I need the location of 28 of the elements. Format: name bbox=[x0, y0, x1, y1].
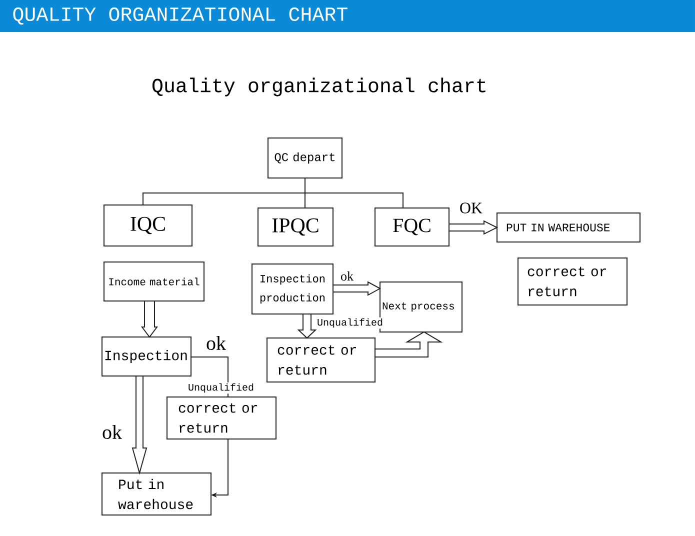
department-box: IQC bbox=[104, 204, 192, 246]
department-box: FQC bbox=[374, 208, 450, 246]
process-box: PUT IN WAREHOUSE bbox=[496, 212, 640, 242]
process-box: Income material bbox=[104, 262, 204, 302]
process-box: Inspection bbox=[102, 336, 192, 376]
department-box: QC depart bbox=[268, 138, 342, 178]
chart-heading: Quality organizational chart bbox=[152, 78, 486, 96]
connector-line bbox=[190, 356, 228, 398]
block-arrow bbox=[141, 300, 158, 338]
edge-label: OK bbox=[458, 202, 484, 214]
block-arrow bbox=[297, 314, 317, 339]
department-box: IPQC bbox=[258, 208, 334, 246]
connector-line bbox=[304, 178, 404, 208]
process-box: correct or return bbox=[166, 396, 276, 440]
process-box: correct or return bbox=[518, 258, 628, 306]
edge-label: ok bbox=[101, 424, 123, 440]
block-arrow bbox=[448, 220, 498, 235]
block-arrow bbox=[132, 376, 148, 475]
block-arrow bbox=[374, 331, 443, 358]
title-banner: QUALITY ORGANIZATIONAL CHART bbox=[0, 0, 695, 32]
process-box: correct or return bbox=[266, 338, 376, 382]
edge-label: ok bbox=[340, 270, 354, 282]
edge-label: Unqualified bbox=[316, 317, 384, 329]
block-arrow bbox=[332, 281, 382, 296]
process-box: Inspection production bbox=[252, 264, 334, 314]
edge-label: Unqualified bbox=[187, 382, 255, 394]
annotation-label: ok bbox=[206, 336, 226, 350]
process-box: Put in warehouse bbox=[102, 472, 212, 516]
